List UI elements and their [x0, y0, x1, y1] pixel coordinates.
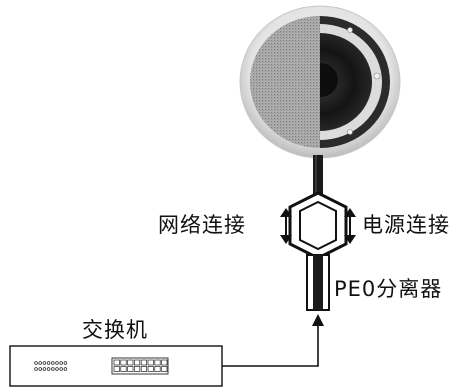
- led-dot: [63, 367, 68, 371]
- ethernet-port: [120, 359, 127, 366]
- ethernet-port: [134, 359, 141, 366]
- ethernet-port: [113, 359, 120, 366]
- power-connection-label: 电源连接: [362, 213, 450, 237]
- ethernet-port: [154, 359, 161, 366]
- ethernet-port: [134, 366, 141, 372]
- ceiling-speaker: [239, 5, 401, 159]
- ethernet-port: [161, 359, 168, 366]
- ethernet-port: [154, 366, 161, 372]
- split-connector: [288, 191, 348, 260]
- status-led-dots: [34, 361, 68, 371]
- ethernet-port: [147, 366, 154, 372]
- ethernet-ports: [111, 357, 169, 375]
- led-dot: [38, 361, 42, 365]
- led-dot: [55, 361, 59, 365]
- ethernet-port: [147, 359, 154, 366]
- ethernet-port: [113, 366, 120, 372]
- ethernet-port: [161, 366, 168, 372]
- led-dot: [55, 367, 59, 371]
- ethernet-port: [120, 366, 127, 372]
- led-dot: [51, 361, 55, 365]
- speaker-grille: [250, 16, 320, 148]
- network-arrow-icon: [280, 208, 292, 244]
- led-dot: [59, 361, 63, 365]
- led-dot: [46, 361, 51, 365]
- led-dot: [51, 367, 55, 371]
- led-dot: [46, 367, 51, 371]
- speaker-driver: [320, 16, 390, 148]
- network-cable-line: [222, 314, 324, 367]
- ethernet-port: [127, 359, 134, 366]
- led-dot: [59, 367, 63, 371]
- poe-splitter-body: [306, 254, 330, 311]
- speaker-cable: [313, 155, 323, 195]
- led-dot: [63, 361, 68, 365]
- network-connection-label: 网络连接: [158, 213, 246, 237]
- switch-label: 交换机: [82, 318, 148, 342]
- power-arrow-icon: [344, 208, 356, 244]
- ethernet-port: [140, 366, 147, 372]
- led-dot: [34, 361, 38, 365]
- led-dot: [42, 367, 47, 371]
- poe-splitter-label: PE0分离器: [334, 277, 443, 301]
- ethernet-port: [127, 366, 134, 372]
- led-dot: [38, 367, 42, 371]
- led-dot: [42, 361, 47, 365]
- led-dot: [34, 367, 38, 371]
- ethernet-port: [140, 359, 147, 366]
- network-switch: [9, 345, 223, 387]
